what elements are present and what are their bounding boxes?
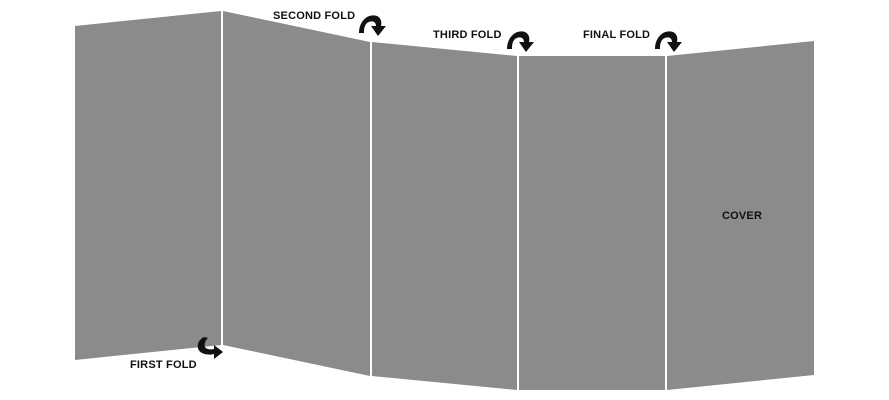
label-final-fold: FINAL FOLD [583,29,650,41]
third-fold-arrow-icon [507,31,534,52]
final-fold-arrow-icon [655,31,682,52]
panel-first [75,11,221,360]
second-fold-arrow-icon [359,15,386,36]
label-first-fold: FIRST FOLD [130,359,197,371]
panel-second [223,11,370,376]
label-cover: COVER [722,210,762,222]
label-second-fold: SECOND FOLD [273,10,355,22]
first-fold-arrow-icon [197,337,223,359]
panel-cover [667,41,814,390]
panel-third [372,42,517,390]
label-third-fold: THIRD FOLD [433,29,502,41]
panel-fourth [519,56,665,390]
